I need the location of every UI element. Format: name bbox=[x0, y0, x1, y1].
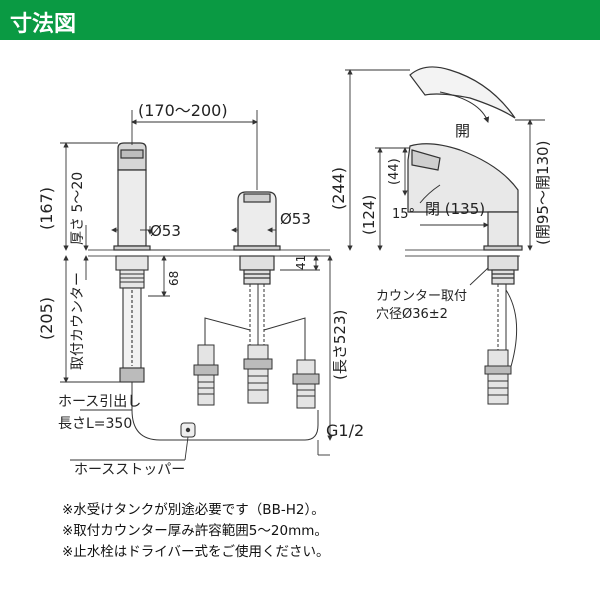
label-hose-pull-1: ホース引出し bbox=[58, 394, 141, 410]
right-faucet-tubes bbox=[204, 284, 306, 360]
notes-block: ※水受けタンクが別途必要です（BB-H2）。 ※取付カウンター厚み許容範囲5～2… bbox=[62, 500, 582, 563]
label-close-135: 閉 (135) bbox=[425, 200, 485, 218]
label-dia-right: Ø53 bbox=[280, 210, 311, 228]
page-title: 寸法図 bbox=[10, 12, 77, 37]
side-faucet-hoses bbox=[484, 284, 518, 405]
open-arc bbox=[439, 91, 490, 123]
stop-valve-right bbox=[292, 359, 320, 409]
dimension-labels: (170～200) Ø53 Ø53 (167) 厚さ 5～20 68 41 (2… bbox=[37, 101, 552, 478]
label-h244: (244) bbox=[329, 167, 348, 210]
label-hose-stopper: ホースストッパー bbox=[74, 462, 185, 478]
note-line: ※水受けタンクが別途必要です（BB-H2）。 bbox=[62, 502, 325, 518]
label-mounting-counter: 取付カウンター bbox=[70, 272, 86, 370]
label-open-top: 開 bbox=[455, 122, 470, 140]
label-hose-length: (長さ523) bbox=[331, 310, 349, 380]
header-bar: 寸法図 bbox=[0, 0, 600, 40]
label-h205: (205) bbox=[37, 297, 56, 340]
label-dia-left: Ø53 bbox=[150, 222, 181, 240]
angle-arc bbox=[419, 184, 441, 204]
label-angle: 15° bbox=[392, 207, 415, 222]
label-hose-pull-2: 長さL=350 bbox=[58, 416, 132, 432]
dimension-lines bbox=[60, 69, 545, 461]
note-line: ※取付カウンター厚み許容範囲5～20mm。 bbox=[62, 523, 328, 539]
label-mount-hole-1: カウンター取付 bbox=[376, 289, 467, 304]
label-open-range: (開95～開130) bbox=[534, 141, 552, 245]
left-faucet-shank bbox=[115, 255, 149, 383]
side-faucet bbox=[407, 66, 523, 285]
left-faucet-body bbox=[113, 142, 151, 251]
label-mount-hole-2: 穴径Ø36±2 bbox=[376, 307, 448, 322]
hose-line bbox=[131, 382, 319, 441]
label-top-span: (170～200) bbox=[138, 101, 228, 120]
label-h124: (124) bbox=[360, 195, 378, 235]
label-d41: 41 bbox=[294, 255, 308, 270]
label-h44: (44) bbox=[387, 158, 402, 185]
label-thread: G1/2 bbox=[326, 421, 364, 440]
stop-valve-center bbox=[243, 344, 273, 404]
label-h167: (167) bbox=[37, 187, 56, 230]
right-faucet-body bbox=[233, 191, 281, 285]
note-line: ※止水栓はドライバー式をご使用ください。 bbox=[62, 544, 330, 560]
label-d68: 68 bbox=[167, 271, 181, 286]
stop-valve-left bbox=[193, 344, 219, 406]
label-counter-thickness: 厚さ 5～20 bbox=[70, 172, 86, 245]
